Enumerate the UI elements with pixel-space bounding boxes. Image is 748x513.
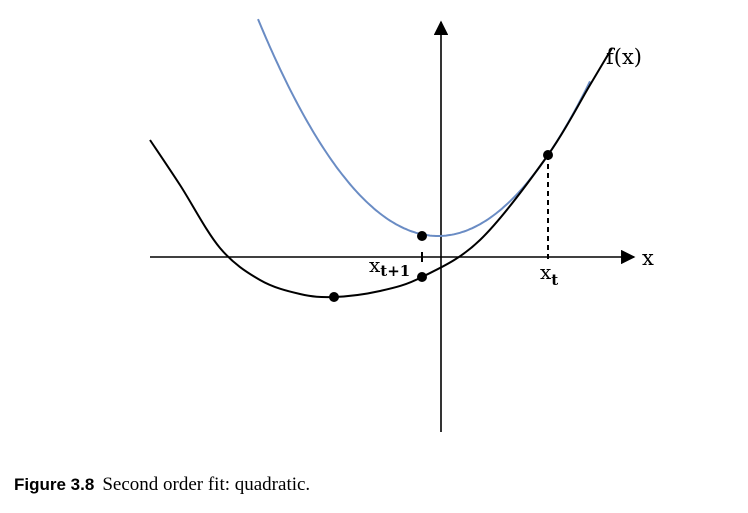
f-at-x-t1-point	[417, 272, 427, 282]
minimum-point	[329, 292, 339, 302]
function-label: f(x)	[606, 45, 642, 69]
function-curve	[149, 47, 613, 299]
quadratic-fit-curve	[257, 18, 591, 237]
figure-number: Figure 3.8	[14, 475, 95, 494]
caption-text: Second order fit: quadratic.	[102, 474, 311, 495]
second-order-fit-diagram: x f(x) xt xt+1	[149, 18, 654, 432]
x-t-label: xt	[540, 260, 558, 289]
figure-caption: Figure 3.8 Second order fit: quadratic.	[14, 474, 310, 496]
x-t1-label: xt+1	[369, 253, 410, 280]
x-t-point	[543, 150, 553, 160]
x-axis-label: x	[642, 246, 654, 270]
quadratic-minimum-point	[417, 231, 427, 241]
